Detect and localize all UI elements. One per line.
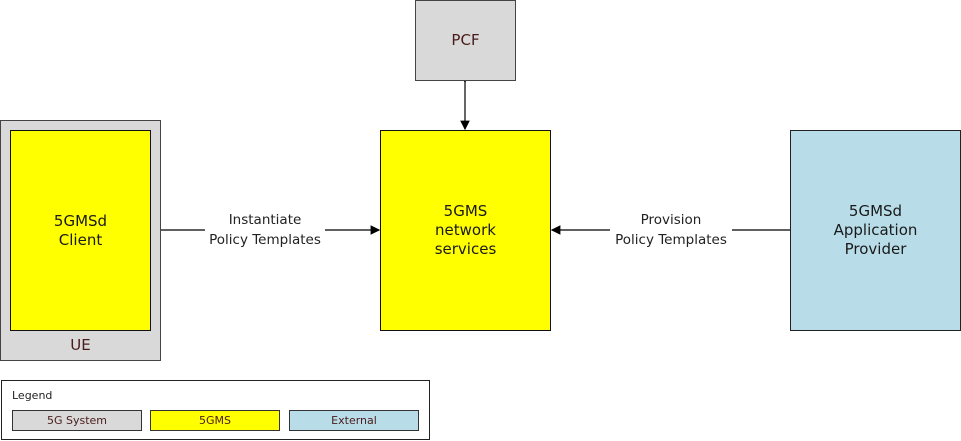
- client-label: 5GMSd Client: [53, 211, 108, 249]
- legend-item-label: 5GMS: [199, 414, 231, 427]
- legend-item-label: 5G System: [46, 414, 108, 427]
- client-node[interactable]: 5GMSd Client: [10, 130, 151, 331]
- pcf-label: PCF: [451, 31, 480, 49]
- provision-policy-label: Provision Policy Templates: [610, 210, 732, 250]
- legend-item-5g-system: 5G System: [12, 410, 142, 431]
- legend-item-5gms: 5GMS: [150, 410, 280, 431]
- ue-label: UE: [70, 336, 91, 354]
- application-provider-label: 5GMSd Application Provider: [833, 202, 918, 258]
- network-services-label: 5GMS network services: [434, 202, 497, 258]
- legend-item-external: External: [289, 410, 419, 431]
- instantiate-policy-label: Instantiate Policy Templates: [205, 210, 325, 250]
- network-services-node[interactable]: 5GMS network services: [380, 130, 551, 331]
- legend: Legend 5G System 5GMS External: [1, 380, 430, 440]
- application-provider-node[interactable]: 5GMSd Application Provider: [790, 130, 961, 331]
- legend-title: Legend: [12, 389, 53, 402]
- pcf-node[interactable]: PCF: [415, 0, 516, 81]
- legend-item-label: External: [331, 414, 377, 427]
